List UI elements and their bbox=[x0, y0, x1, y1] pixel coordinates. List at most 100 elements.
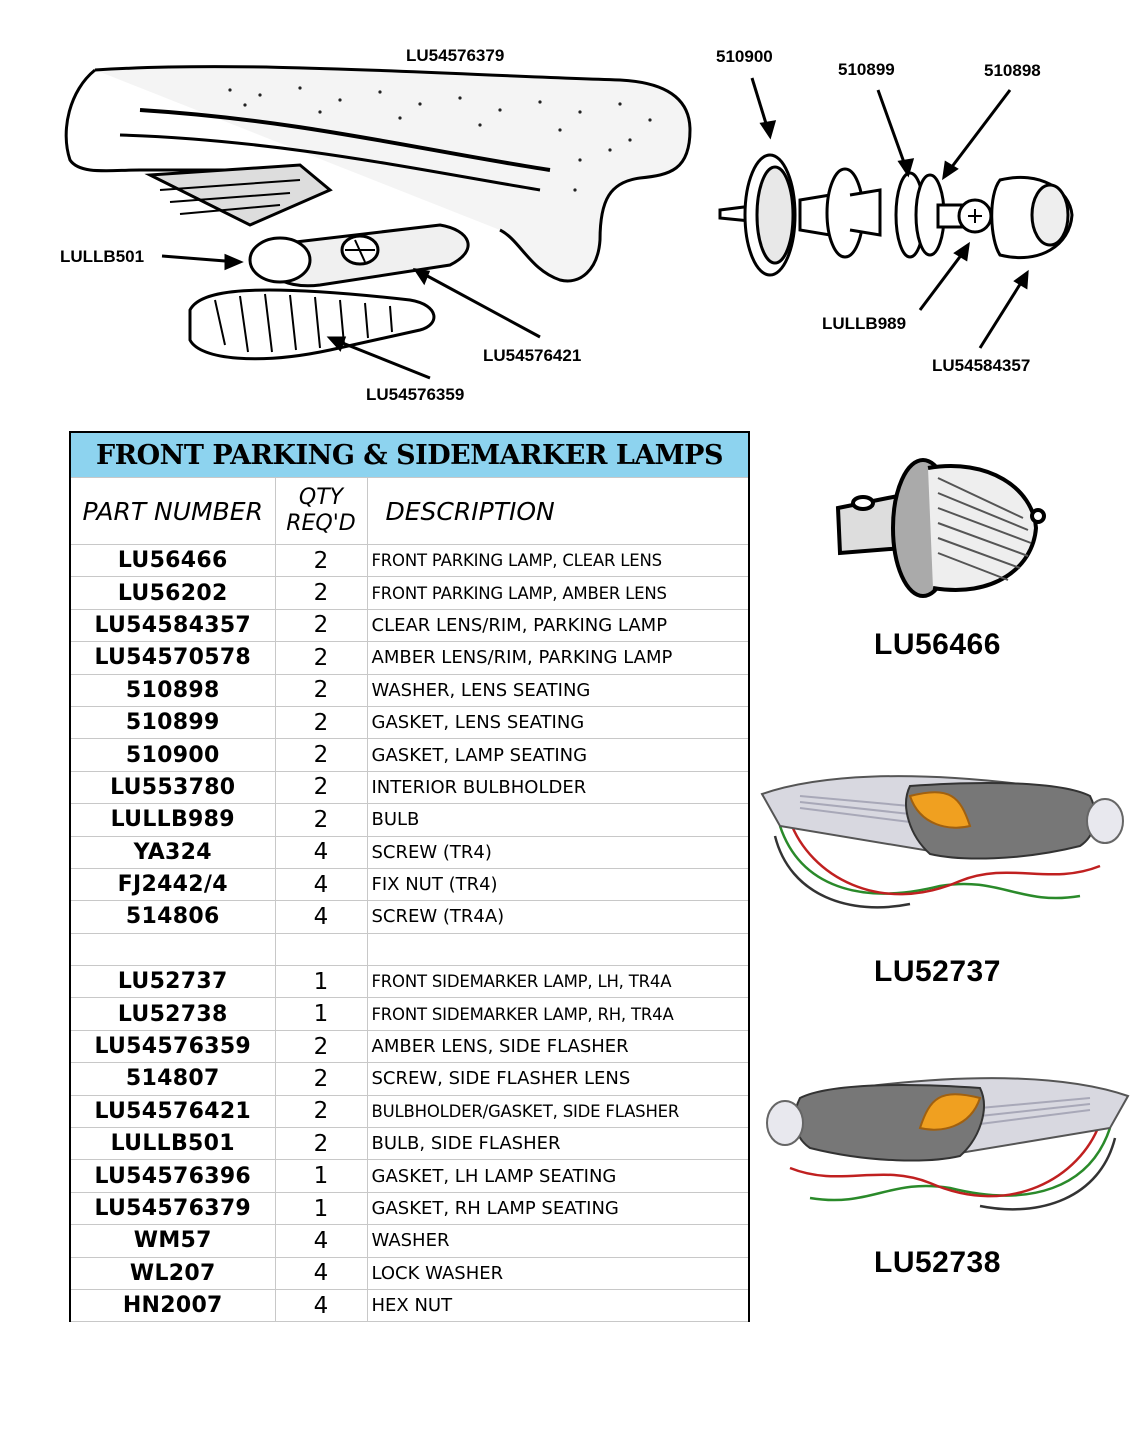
callout-lullb989: LULLB989 bbox=[822, 314, 907, 333]
qty-cell: 1 bbox=[274, 1159, 368, 1193]
qty-cell: 2 bbox=[274, 641, 368, 675]
description-cell: BULBHOLDER/GASKET, SIDE FLASHER bbox=[366, 1094, 751, 1129]
part-number-cell: 514807 bbox=[69, 1062, 276, 1096]
callout-lullb501: LULLB501 bbox=[60, 247, 145, 266]
qty-cell: 4 bbox=[274, 900, 368, 934]
qty-cell: 2 bbox=[274, 576, 368, 610]
description-cell: SCREW (TR4) bbox=[366, 835, 751, 869]
parking-lamp-illustration bbox=[718, 153, 1074, 277]
qty-cell: 4 bbox=[274, 1224, 368, 1258]
part-number-cell: 510898 bbox=[69, 673, 276, 707]
part-number-cell: LU54576421 bbox=[69, 1094, 276, 1129]
product-label-sidemarker-rh: LU52738 bbox=[874, 1246, 1001, 1279]
description-cell: INTERIOR BULBHOLDER bbox=[366, 770, 751, 805]
description-cell bbox=[366, 932, 751, 967]
description-cell: FRONT PARKING LAMP, AMBER LENS bbox=[366, 576, 751, 610]
header-qty: QTY REQ'D bbox=[274, 477, 368, 545]
description-cell: CLEAR LENS/RIM, PARKING LAMP bbox=[366, 608, 751, 643]
parking-lamp-image bbox=[835, 458, 1046, 598]
part-number-cell: LU52737 bbox=[69, 965, 276, 999]
part-number-cell: WL207 bbox=[69, 1256, 276, 1290]
qty-cell: 1 bbox=[274, 997, 368, 1031]
sidemarker-rh-image bbox=[766, 1077, 1130, 1211]
parts-table: FRONT PARKING & SIDEMARKER LAMPS PART NU… bbox=[68, 431, 751, 1323]
qty-cell: 1 bbox=[274, 965, 368, 999]
description-cell: SCREW (TR4A) bbox=[366, 900, 751, 934]
description-cell: WASHER bbox=[366, 1224, 751, 1258]
qty-cell: 2 bbox=[274, 770, 368, 805]
fender-texture bbox=[228, 86, 652, 192]
callout-510899: 510899 bbox=[838, 60, 895, 79]
exploded-diagram bbox=[64, 65, 1074, 380]
description-cell: LOCK WASHER bbox=[366, 1256, 751, 1290]
callout-lu54584357: LU54584357 bbox=[932, 356, 1031, 375]
part-number-cell: LU54576359 bbox=[69, 1029, 276, 1064]
callout-lu54576359: LU54576359 bbox=[366, 385, 465, 404]
part-number-cell: YA324 bbox=[69, 835, 276, 869]
qty-cell: 4 bbox=[274, 835, 368, 869]
description-cell: BULB bbox=[366, 803, 751, 837]
part-number-cell: WM57 bbox=[69, 1224, 276, 1258]
part-number-cell: LU553780 bbox=[69, 770, 276, 805]
qty-cell: 4 bbox=[274, 1288, 368, 1323]
description-cell: WASHER, LENS SEATING bbox=[366, 673, 751, 707]
description-cell: GASKET, RH LAMP SEATING bbox=[366, 1191, 751, 1226]
qty-cell: 2 bbox=[274, 738, 368, 772]
qty-cell: 2 bbox=[274, 608, 368, 643]
part-number-cell: LU54576396 bbox=[69, 1159, 276, 1193]
header-part-number: PART NUMBER bbox=[69, 477, 276, 545]
product-label-parking-lamp: LU56466 bbox=[874, 628, 1001, 661]
callout-510900: 510900 bbox=[716, 47, 773, 66]
qty-cell: 4 bbox=[274, 867, 368, 902]
callout-510898: 510898 bbox=[984, 61, 1041, 80]
part-number-cell: LU56466 bbox=[69, 543, 276, 578]
description-cell: GASKET, LENS SEATING bbox=[366, 705, 751, 740]
part-number-cell: FJ2442/4 bbox=[69, 867, 276, 902]
qty-cell: 2 bbox=[274, 1029, 368, 1064]
part-number-cell: 514806 bbox=[69, 900, 276, 934]
callout-lu54576421: LU54576421 bbox=[483, 346, 582, 365]
qty-cell bbox=[274, 932, 368, 967]
part-number-cell: 510900 bbox=[69, 738, 276, 772]
description-cell: AMBER LENS/RIM, PARKING LAMP bbox=[366, 641, 751, 675]
side-flasher-illustration bbox=[188, 223, 470, 361]
fender-illustration bbox=[64, 65, 692, 283]
qty-cell: 2 bbox=[274, 705, 368, 740]
description-cell: HEX NUT bbox=[366, 1288, 751, 1323]
description-cell: FRONT PARKING LAMP, CLEAR LENS bbox=[366, 543, 751, 578]
part-number-cell: LULLB989 bbox=[69, 803, 276, 837]
qty-cell: 4 bbox=[274, 1256, 368, 1290]
description-cell: GASKET, LH LAMP SEATING bbox=[366, 1159, 751, 1193]
qty-cell: 2 bbox=[274, 1127, 368, 1161]
table-title: FRONT PARKING & SIDEMARKER LAMPS bbox=[68, 431, 751, 478]
header-qty-line1: QTY bbox=[298, 485, 344, 510]
description-cell: AMBER LENS, SIDE FLASHER bbox=[366, 1029, 751, 1064]
table-row bbox=[69, 932, 751, 967]
product-label-sidemarker-lh: LU52737 bbox=[874, 955, 1001, 988]
leader-arrows bbox=[161, 77, 1029, 380]
part-number-cell: LU54570578 bbox=[69, 641, 276, 675]
part-number-cell: LULLB501 bbox=[69, 1127, 276, 1161]
qty-cell: 2 bbox=[274, 1062, 368, 1096]
part-number-cell: LU54584357 bbox=[69, 608, 276, 643]
